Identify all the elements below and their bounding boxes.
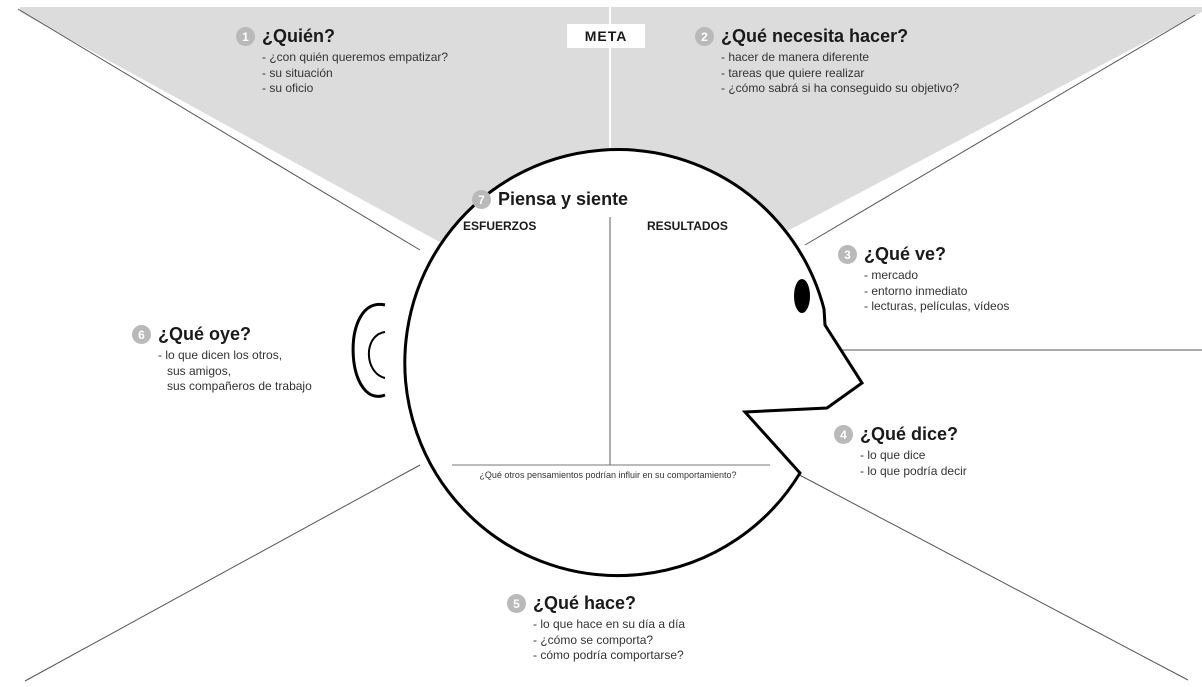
list-item: - su situación — [262, 65, 333, 80]
section-necesita-list: - hacer de manera diferente - tareas que… — [721, 50, 959, 97]
list-item: - cómo podría comportarse? — [533, 648, 684, 662]
section-oye: 6 ¿Qué oye? - lo que dicen los otros, su… — [132, 324, 312, 395]
section-dice-title: 4 ¿Qué dice? — [834, 424, 967, 445]
thoughts-question: ¿Qué otros pensamientos podrían influir … — [479, 470, 737, 480]
section-piensa-title: 7 Piensa y siente — [472, 189, 628, 210]
ear — [351, 303, 386, 398]
number-badge-2: 2 — [695, 27, 714, 46]
number-badge-6: 6 — [132, 325, 151, 344]
section-quien: 1 ¿Quién? - ¿con quién queremos empatiza… — [236, 26, 448, 97]
section-piensa: 7 Piensa y siente — [472, 189, 628, 210]
list-item: - su oficio — [262, 81, 314, 95]
number-badge-5: 5 — [507, 594, 526, 613]
column-esfuerzos: ESFUERZOS — [463, 219, 537, 233]
sector-line-top-right — [804, 14, 1196, 246]
eye — [794, 279, 810, 313]
sector-line-bottom-left — [24, 464, 421, 682]
list-item: - ¿con quién queremos empatizar? — [262, 50, 449, 64]
number-badge-3: 3 — [838, 245, 857, 264]
section-oye-title: 6 ¿Qué oye? — [132, 324, 312, 345]
number-badge-1: 1 — [236, 27, 255, 46]
section-ve-title: 3 ¿Qué ve? — [838, 244, 1009, 265]
section-necesita-title: 2 ¿Qué necesita hacer? — [695, 26, 959, 47]
section-piensa-heading: Piensa y siente — [498, 189, 629, 209]
section-dice-heading: ¿Qué dice? — [860, 424, 959, 444]
section-quien-title: 1 ¿Quién? — [236, 26, 448, 47]
number-badge-7: 7 — [472, 190, 491, 209]
section-necesita: 2 ¿Qué necesita hacer? - hacer de manera… — [695, 26, 959, 97]
list-item: - lo que podría decir — [860, 463, 967, 478]
list-item: - lo que hace en su día a día — [533, 617, 686, 631]
section-ve-list: - mercado - entorno inmediato - lecturas… — [864, 268, 1009, 315]
section-ve: 3 ¿Qué ve? - mercado - entorno inmediato… — [838, 244, 1009, 315]
list-item: - ¿cómo sabrá si ha conseguido su objeti… — [721, 81, 960, 95]
section-oye-list: - lo que dicen los otros, sus amigos, su… — [158, 348, 312, 395]
list-item: - mercado — [864, 268, 919, 282]
list-item: sus compañeros de trabajo — [167, 379, 312, 393]
list-item: - lecturas, películas, vídeos — [864, 299, 1010, 313]
section-hace: 5 ¿Qué hace? - lo que hace en su día a d… — [507, 593, 685, 664]
section-dice-list: - lo que dice - lo que podría decir — [860, 448, 967, 479]
section-hace-list: - lo que hace en su día a día - ¿cómo se… — [533, 617, 685, 664]
list-item: - lo que dicen los otros, — [158, 348, 283, 362]
section-dice: 4 ¿Qué dice? - lo que dice - lo que podr… — [834, 424, 967, 479]
list-item: sus amigos, — [167, 363, 232, 378]
section-oye-heading: ¿Qué oye? — [158, 324, 252, 344]
section-necesita-heading: ¿Qué necesita hacer? — [721, 26, 909, 46]
sector-line-bottom-right — [789, 469, 1189, 681]
column-resultados: RESULTADOS — [647, 219, 728, 233]
ear-inner — [367, 331, 386, 379]
section-hace-heading: ¿Qué hace? — [533, 593, 637, 613]
section-quien-list: - ¿con quién queremos empatizar? - su si… — [262, 50, 448, 97]
meta-label: META — [567, 24, 645, 48]
list-item: - lo que dice — [860, 448, 926, 462]
list-item: - ¿cómo se comporta? — [533, 632, 654, 647]
head-outline — [403, 148, 865, 578]
section-ve-heading: ¿Qué ve? — [864, 244, 947, 264]
list-item: - tareas que quiere realizar — [721, 65, 865, 80]
list-item: - hacer de manera diferente — [721, 50, 870, 64]
section-hace-title: 5 ¿Qué hace? — [507, 593, 685, 614]
list-item: - entorno inmediato — [864, 283, 968, 298]
section-quien-heading: ¿Quién? — [262, 26, 335, 46]
number-badge-4: 4 — [834, 425, 853, 444]
sector-line-top-left — [17, 8, 421, 251]
